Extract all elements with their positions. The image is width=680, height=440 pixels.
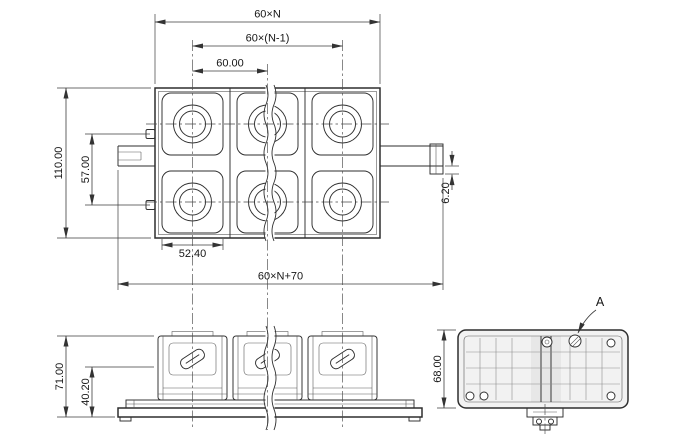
din-rail-left — [117, 145, 155, 167]
din-rail-right — [380, 143, 444, 175]
dim-label-cavity-width: 52.40 — [179, 248, 207, 260]
side-holes — [465, 334, 616, 401]
dim-total-pitch: 60×N — [154, 9, 381, 84]
dim-pitch-span: 60×(N-1) — [192, 33, 343, 49]
dimensions: 60×N 60×(N-1) 60.00 110.00 57.00 — [53, 9, 605, 418]
dim-label-overall-height: 110.00 — [53, 147, 65, 180]
detail-a-feature — [568, 334, 582, 348]
dim-label-total-pitch: 60×N — [254, 9, 281, 21]
dim-label-overall-width: 60×N+70 — [258, 271, 303, 283]
dim-overall-height: 110.00 — [53, 87, 151, 239]
dim-rail-seat-height: 40.20 — [80, 366, 154, 418]
dim-label-rail-lip: 6.20 — [440, 182, 452, 203]
dim-label-pitch-span: 60×(N-1) — [246, 33, 290, 45]
dim-pole-pitch: 60.00 — [192, 58, 268, 74]
dim-label-pole-pitch: 60.00 — [216, 58, 244, 70]
break-lines-top — [263, 84, 277, 242]
dim-front-height: 71.00 — [54, 335, 154, 418]
dim-cavity-width: 52.40 — [161, 239, 224, 260]
top-view — [117, 84, 444, 242]
front-view — [117, 325, 423, 432]
dim-label-side-height: 68.00 — [432, 355, 444, 383]
side-view — [457, 329, 629, 431]
dim-label-mount-spacing: 57.00 — [80, 156, 92, 184]
center-lines — [146, 40, 546, 434]
dim-label-rail-seat-height: 40.20 — [80, 378, 92, 406]
dim-side-height: 68.00 — [432, 329, 456, 409]
terminal-body-outline — [145, 87, 381, 239]
dim-label-front-height: 71.00 — [54, 363, 66, 391]
dim-overall-width: 60×N+70 — [117, 170, 444, 290]
side-ribs — [466, 336, 620, 402]
break-lines-front — [263, 325, 277, 432]
dim-mount-spacing: 57.00 — [80, 133, 150, 206]
detail-a-callout: A — [577, 295, 605, 334]
detail-a-label: A — [596, 295, 605, 309]
